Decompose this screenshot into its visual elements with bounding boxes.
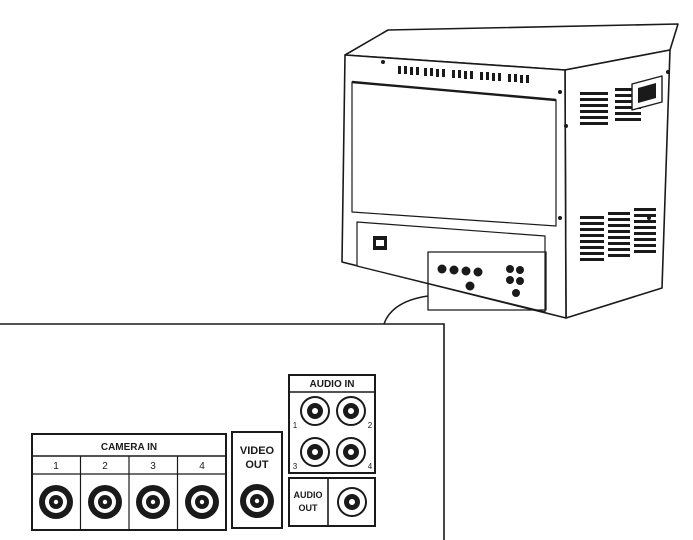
audio-in-port-number: 3 <box>293 462 298 471</box>
rca-jack-icon <box>300 396 330 426</box>
camera-in-port-number: 2 <box>102 461 108 472</box>
video-out-label: OUT <box>245 459 269 471</box>
bnc-connector-icon <box>39 485 73 519</box>
camera-in-port-number: 4 <box>199 461 205 472</box>
audio-in-port-number: 2 <box>368 421 373 430</box>
rca-jack-icon <box>300 437 330 467</box>
rca-jack-icon <box>336 396 366 426</box>
audio-out-label: OUT <box>299 503 319 513</box>
connector-highlight-box <box>427 251 547 311</box>
monitor-rear-panel <box>351 81 557 227</box>
bnc-connector-icon <box>136 485 170 519</box>
video-out-label: VIDEO <box>240 445 275 457</box>
callout-leader <box>383 295 429 325</box>
bnc-connector-icon <box>88 485 122 519</box>
camera-in-port-number: 1 <box>53 461 59 472</box>
bnc-connector-icon <box>240 484 274 518</box>
camera-in-label: CAMERA IN <box>101 442 157 453</box>
audio-in-port-number: 1 <box>293 421 298 430</box>
audio-in-port-number: 4 <box>368 462 373 471</box>
audio-in-label: AUDIO IN <box>310 379 355 390</box>
audio-in-group: AUDIO IN 1 2 3 4 <box>288 374 376 474</box>
enlarged-panel-frame <box>0 323 445 540</box>
rca-jack-icon <box>337 487 367 517</box>
bnc-connector-icon <box>185 485 219 519</box>
monitor-illustration <box>341 23 679 319</box>
camera-in-port-number: 3 <box>150 461 156 472</box>
video-out-group: VIDEO OUT <box>231 431 283 529</box>
audio-out-label: AUDIO <box>294 490 323 500</box>
camera-in-group: CAMERA IN 1 2 3 4 <box>31 433 227 531</box>
audio-out-group: AUDIO OUT <box>288 477 376 527</box>
rca-jack-icon <box>336 437 366 467</box>
